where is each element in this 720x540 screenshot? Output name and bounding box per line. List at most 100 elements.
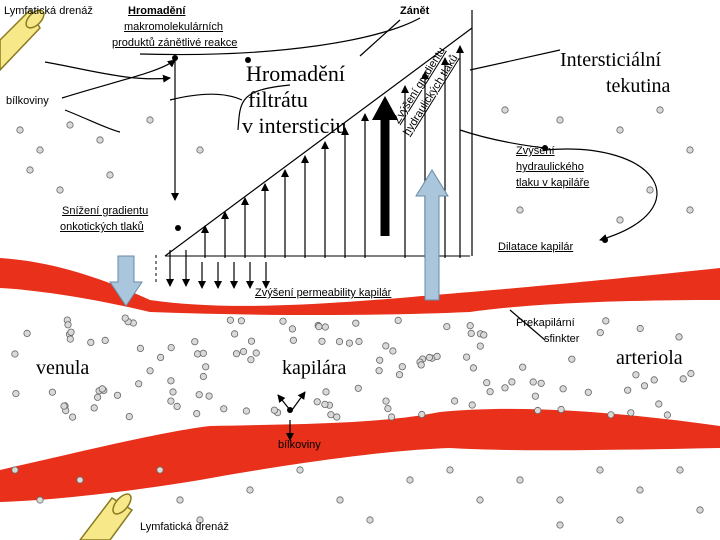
- molecule-dot: [568, 355, 576, 363]
- molecule-dot: [231, 330, 239, 338]
- molecule-dot: [106, 171, 114, 179]
- molecule-dot: [87, 338, 95, 346]
- molecule-dot: [394, 316, 402, 324]
- molecule-dot: [675, 333, 683, 341]
- molecule-dot: [11, 350, 19, 358]
- connector-arrows: [44, 17, 658, 441]
- molecule-dot: [252, 349, 260, 357]
- molecule-dot: [443, 322, 451, 331]
- molecule-dot: [355, 337, 363, 346]
- molecule-dot: [296, 466, 304, 474]
- molecule-dot: [596, 328, 604, 337]
- molecule-dot: [23, 329, 31, 337]
- molecule-dot: [663, 411, 672, 419]
- molecule-dot: [36, 496, 44, 504]
- filtrate-line1: Hromadění: [246, 61, 345, 86]
- lymph-vessel-bottom: [79, 493, 134, 540]
- molecule-dot: [98, 385, 106, 393]
- molecule-dot: [686, 206, 694, 214]
- molecule-dot: [389, 347, 397, 355]
- molecule-dot: [67, 328, 75, 336]
- molecule-dot: [11, 466, 19, 474]
- macro-line3: produktů zánětlivé reakce: [112, 37, 238, 49]
- molecule-dot: [199, 372, 207, 381]
- inflammation-label: Zánět: [400, 5, 430, 17]
- molecule-dot: [205, 392, 213, 400]
- molecule-dot: [466, 322, 474, 330]
- molecule-dot: [656, 106, 664, 114]
- molecule-dot: [66, 335, 74, 343]
- molecule-dot: [169, 388, 177, 396]
- permeability-label: Zvýšení permeability kapilár: [255, 287, 392, 299]
- molecule-dot: [336, 496, 344, 504]
- molecule-dot: [270, 406, 278, 414]
- molecule-dot: [354, 384, 362, 392]
- molecule-dot: [425, 353, 433, 362]
- molecule-dot: [315, 322, 323, 331]
- proteins-label-bottom: bílkoviny: [278, 439, 321, 451]
- molecule-dot: [220, 405, 228, 413]
- molecule-dot: [173, 402, 181, 410]
- molecule-dot: [382, 397, 390, 405]
- molecule-dot: [156, 466, 164, 474]
- molecule-dot: [640, 382, 649, 390]
- molecule-dot: [56, 186, 64, 194]
- molecule-dot: [191, 338, 199, 346]
- molecule-dot: [247, 337, 256, 345]
- molecule-dot: [676, 466, 684, 474]
- molecule-dot: [384, 404, 392, 413]
- molecule-dot: [157, 353, 165, 361]
- molecule-dot: [468, 401, 476, 409]
- protein-molecules: [11, 106, 704, 529]
- sphincter-line2: sfinkter: [544, 333, 580, 345]
- molecule-dot: [69, 413, 77, 421]
- molecule-dot: [627, 409, 635, 417]
- molecule-dot: [616, 126, 624, 134]
- molecule-dot: [508, 378, 516, 386]
- molecule-dot: [602, 317, 610, 325]
- molecule-dot: [167, 343, 175, 352]
- molecule-dot: [12, 389, 20, 398]
- macro-line2: makromolekulárních: [124, 21, 224, 33]
- molecule-dot: [36, 146, 44, 154]
- molecule-dot: [136, 344, 144, 352]
- molecule-dot: [125, 412, 133, 421]
- molecule-dot: [450, 397, 459, 405]
- sphincter-line1: Prekapilární: [516, 317, 575, 329]
- molecule-dot: [66, 121, 74, 129]
- molecule-dot: [433, 352, 441, 360]
- molecule-dot: [327, 411, 335, 419]
- molecule-dot: [48, 388, 57, 396]
- molecule-dot: [279, 317, 287, 325]
- interstitial-line1: Intersticiální: [560, 49, 662, 71]
- blue-arrow-down: [109, 255, 143, 307]
- molecule-dot: [113, 391, 122, 399]
- molecule-dot: [94, 393, 102, 401]
- molecule-dot: [247, 356, 255, 364]
- hydraulic-line2: hydraulického: [516, 161, 584, 173]
- filtrate-line2: filtrátu: [248, 87, 308, 112]
- molecule-dot: [202, 363, 210, 371]
- molecule-dot: [199, 349, 207, 357]
- molecule-dot: [16, 126, 24, 134]
- molecule-dot: [376, 356, 384, 364]
- hydraulic-line3: tlaku v kapiláře: [516, 177, 590, 189]
- molecule-dot: [60, 402, 68, 410]
- molecule-dot: [387, 413, 396, 421]
- molecule-dot: [486, 388, 494, 396]
- molecule-dot: [96, 136, 104, 144]
- molecule-dot: [469, 364, 477, 372]
- molecule-dot: [352, 319, 360, 327]
- hydraulic-line1: Zvýšení: [516, 145, 555, 157]
- molecule-dot: [624, 386, 632, 394]
- molecule-dot: [537, 379, 545, 387]
- molecule-dot: [335, 337, 344, 346]
- molecule-dot: [534, 406, 542, 415]
- molecule-dot: [559, 385, 567, 393]
- molecule-dot: [321, 323, 329, 331]
- arteriole-label: arteriola: [616, 347, 683, 369]
- macro-line1: Hromadění: [128, 5, 186, 17]
- molecule-dot: [687, 369, 695, 378]
- molecule-dot: [480, 331, 488, 339]
- molecule-dot: [288, 325, 296, 333]
